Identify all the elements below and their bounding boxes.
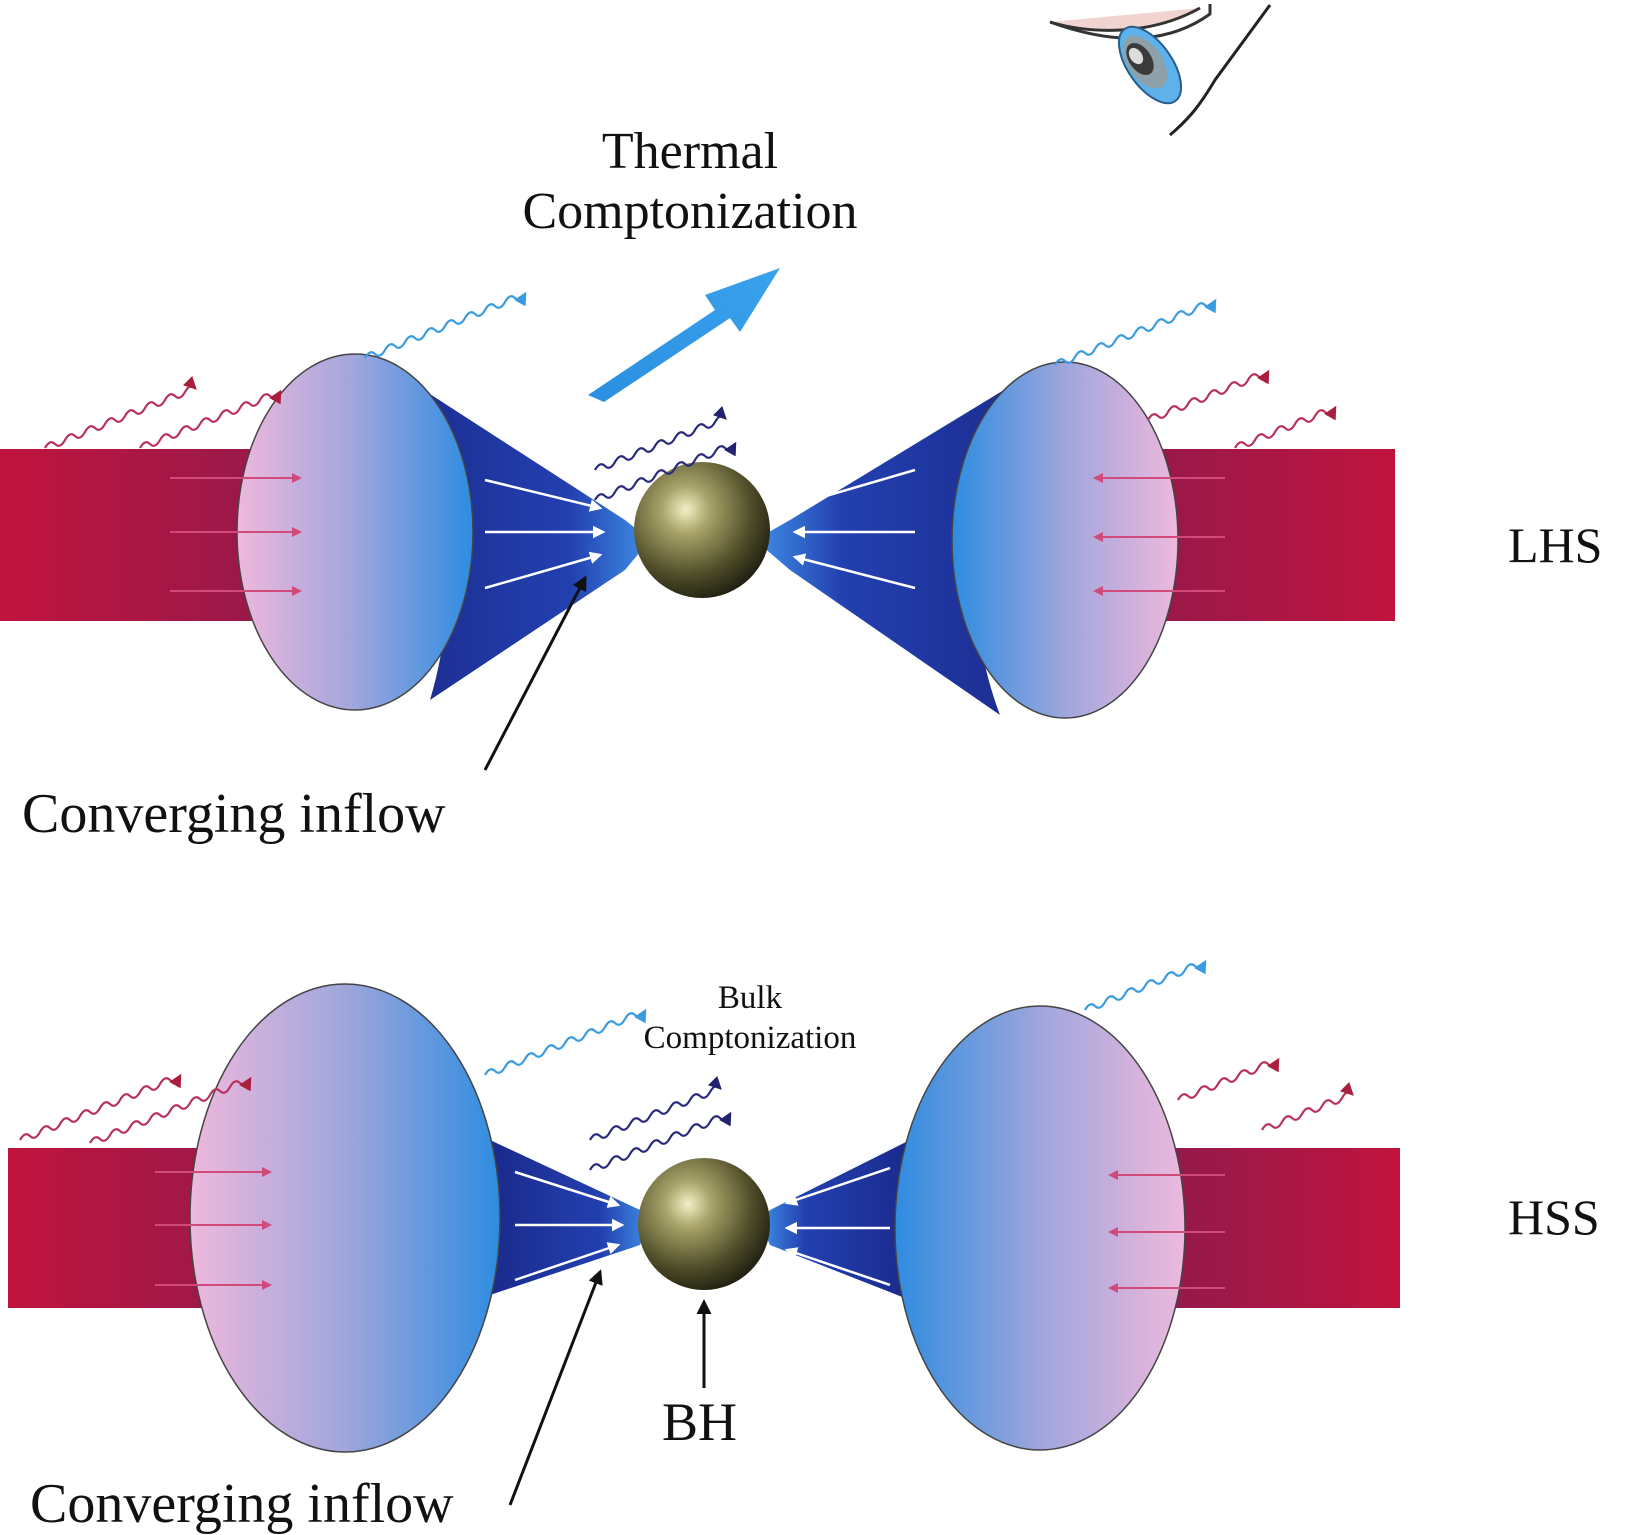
corona-right-hss: [894, 1005, 1186, 1451]
bulk-comptonization-label: Bulk Comptonization: [600, 978, 900, 1058]
panel-hss: [8, 959, 1400, 1506]
converging-inflow-label-top: Converging inflow: [22, 783, 446, 845]
photon-dark-hss-1: [589, 1075, 722, 1141]
inflow-pointer-bottom: [508, 1269, 603, 1506]
photon-dark-2: [594, 441, 737, 501]
photon-soft-hss-4: [1261, 1081, 1354, 1131]
corona-left-hss: [189, 983, 501, 1453]
thermal-line: Thermal: [601, 123, 779, 180]
photon-hard-2: [1054, 298, 1217, 366]
photon-soft-hss-3: [1177, 1057, 1280, 1101]
black-hole: [634, 462, 770, 598]
bh-label: BH: [662, 1392, 738, 1452]
bulk-comptonization-line: Comptonization: [643, 1020, 857, 1056]
panel-lhs: [0, 268, 1395, 771]
converging-inflow-right-hss: [760, 1140, 910, 1300]
state-label-hss: HSS: [1508, 1189, 1600, 1245]
photon-soft-hss-1: [19, 1073, 182, 1141]
photon-hard-1: [364, 291, 527, 359]
state-label-lhs: LHS: [1508, 517, 1603, 573]
photon-hard-hss-1: [484, 1008, 647, 1076]
photon-soft-3: [1147, 369, 1270, 421]
observer-eye-icon: [1049, 4, 1272, 137]
photon-soft-4: [1234, 405, 1337, 449]
black-hole-hss: [638, 1158, 770, 1290]
photon-hard-hss-2: [1084, 959, 1207, 1011]
outflow-arrow-icon: [588, 268, 780, 402]
comptonization-line: Comptonization: [522, 183, 858, 240]
inflow-pointer-top: [483, 575, 587, 771]
photon-soft-1: [44, 375, 197, 449]
bulk-line: Bulk: [717, 980, 783, 1016]
converging-inflow-label-bottom: Converging inflow: [30, 1473, 454, 1535]
corona-right: [951, 361, 1179, 719]
converging-inflow-left-hss: [490, 1140, 650, 1295]
photon-soft-2: [139, 389, 282, 449]
photon-soft-hss-2: [89, 1076, 252, 1144]
photon-dark-hss-2: [589, 1111, 732, 1171]
thermal-comptonization-label: Thermal Comptonization: [470, 122, 910, 242]
photon-dark-1: [594, 405, 727, 471]
